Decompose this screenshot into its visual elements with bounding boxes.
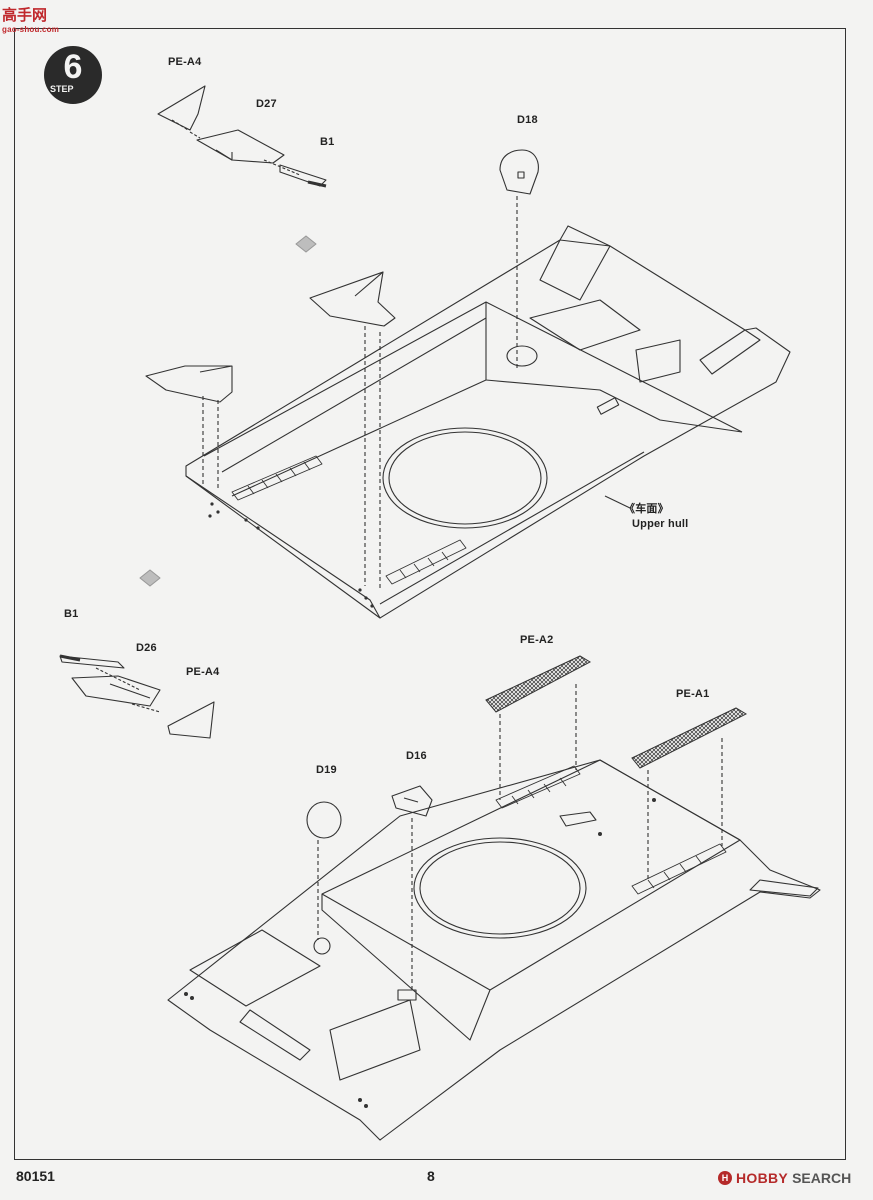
label-upper-hull-en: Upper hull [632, 518, 689, 530]
upper-hull-side-parts [145, 271, 396, 590]
label-d19: D19 [316, 764, 337, 776]
lower-hull-drawing [167, 684, 821, 1141]
label-b1-top: B1 [320, 136, 335, 148]
d19-part [306, 801, 342, 839]
step-badge: 6 STEP [44, 46, 102, 104]
d27-part [196, 129, 285, 164]
label-d18: D18 [517, 114, 538, 126]
hobby-search-watermark: H HOBBY SEARCH [718, 1168, 851, 1188]
pe-a1-mesh [631, 707, 748, 769]
label-pe-a4-bottom: PE-A4 [186, 666, 220, 678]
b1-part-top [279, 164, 327, 187]
d16-part [391, 785, 433, 817]
label-d16: D16 [406, 750, 427, 762]
hobby-search-word: SEARCH [792, 1170, 852, 1186]
site-logo: 高手网 gao-shou.com [2, 4, 72, 36]
label-pe-a1: PE-A1 [676, 688, 710, 700]
step-number: 6 [63, 48, 83, 86]
upper-hull-drawing [185, 225, 791, 619]
hobby-search-brand: HOBBY [736, 1170, 789, 1186]
label-pe-a2: PE-A2 [520, 634, 554, 646]
hobby-search-logo-icon: H [718, 1171, 732, 1185]
d18-part [499, 149, 539, 370]
page-frame [14, 28, 846, 1160]
kit-number: 80151 [16, 1168, 55, 1184]
step-badge-circle [44, 46, 102, 104]
page-number: 8 [427, 1168, 435, 1184]
label-upper-hull-cn: 《车面》 [624, 503, 669, 515]
step-word: STEP [50, 84, 74, 94]
bottom-left-part-stack [59, 654, 215, 739]
label-d26: D26 [136, 642, 157, 654]
label-d27: D27 [256, 98, 277, 110]
label-b1-bottom: B1 [64, 608, 79, 620]
top-left-part-stack [157, 85, 327, 188]
pe-a4-top-part [157, 85, 206, 131]
pe-a2-mesh [485, 655, 592, 713]
label-pe-a4-top: PE-A4 [168, 56, 202, 68]
site-logo-url: gao-shou.com [2, 25, 60, 34]
site-logo-chinese: 高手网 [2, 6, 48, 24]
